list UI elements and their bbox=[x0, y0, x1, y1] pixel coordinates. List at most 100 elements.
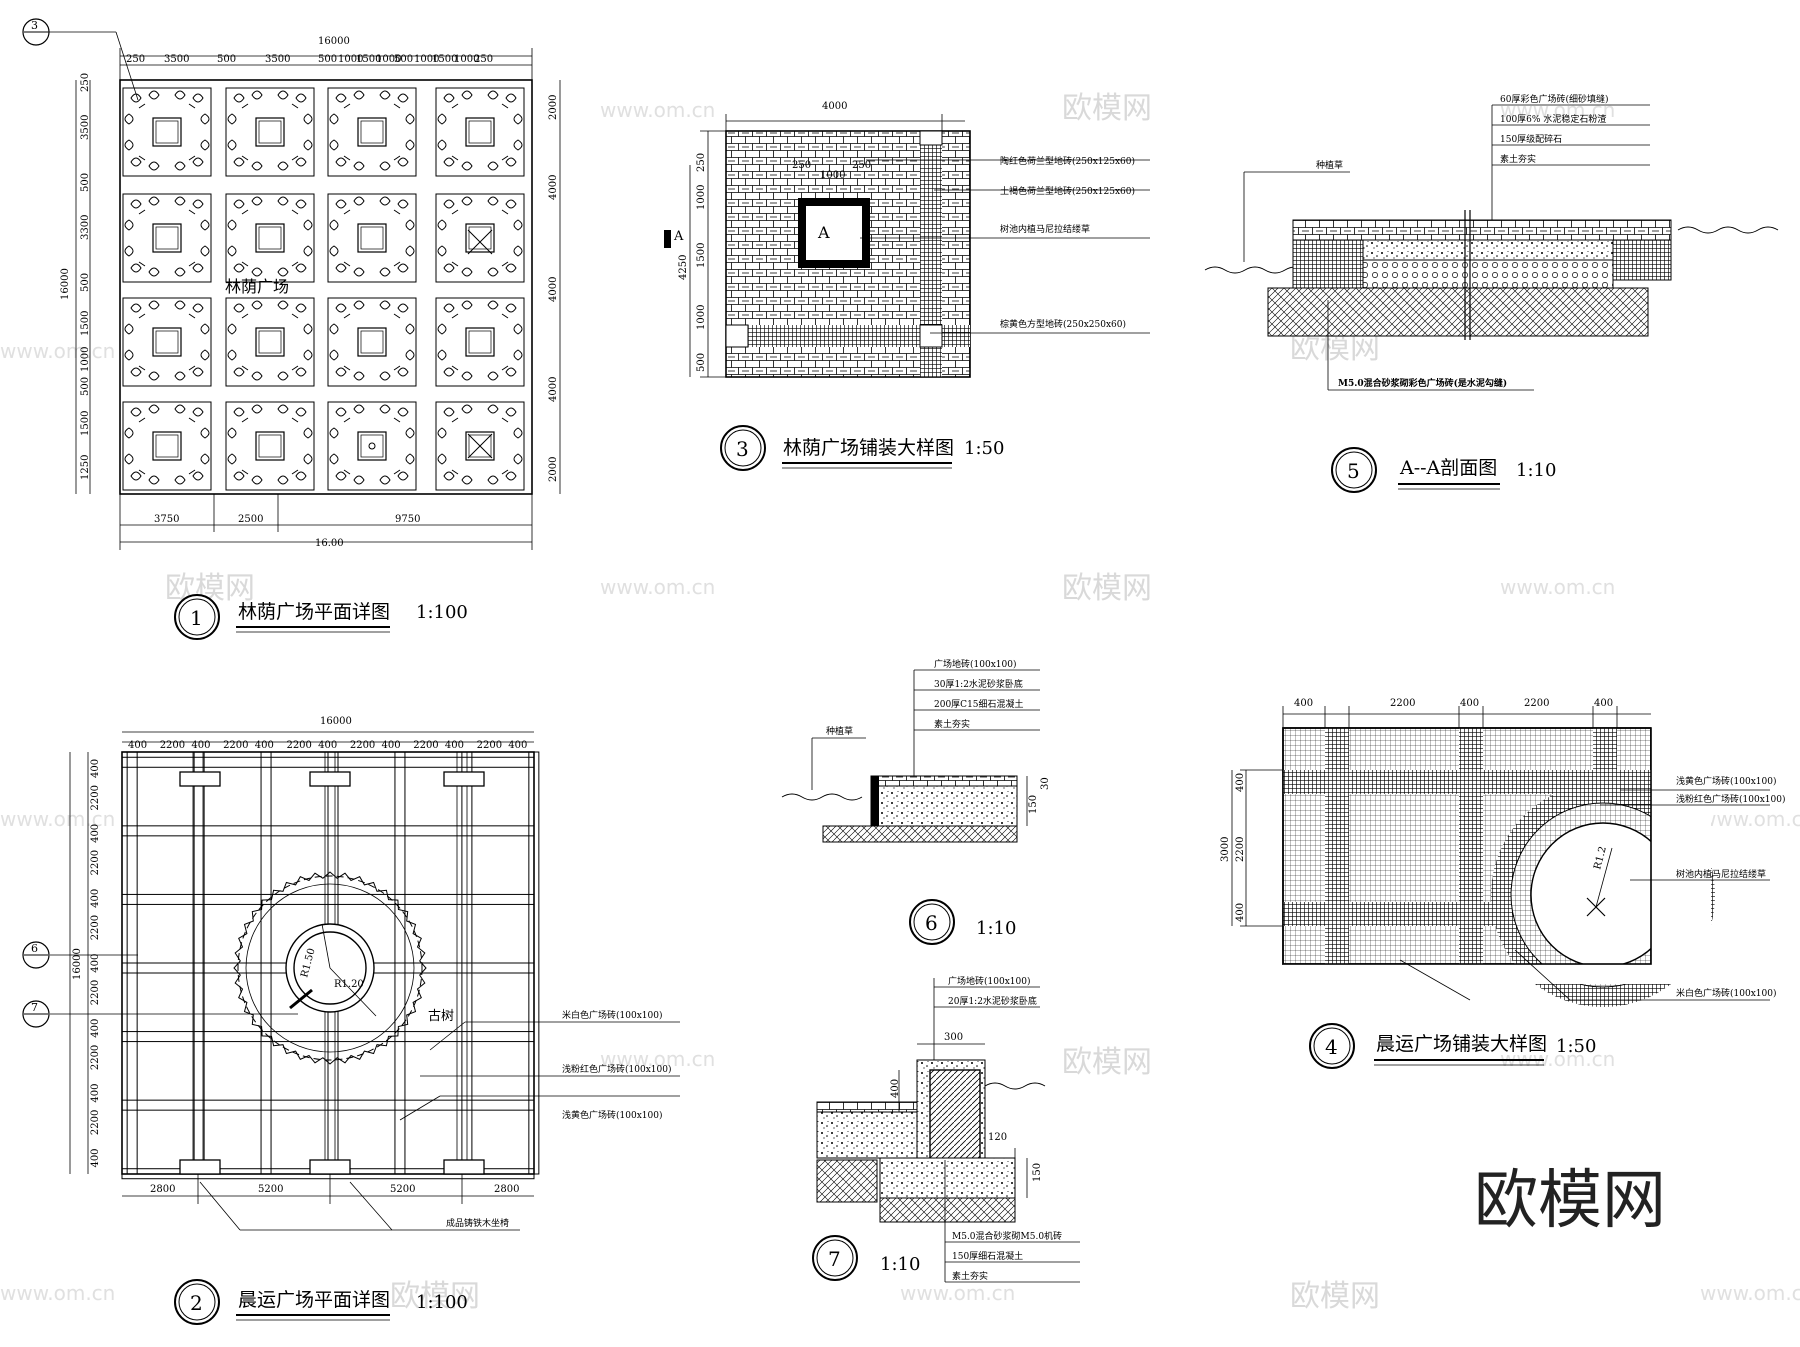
section-mark-left: A bbox=[673, 229, 684, 244]
dim-top: 1500 bbox=[432, 54, 457, 65]
dim-left-total: 3000 bbox=[1220, 837, 1231, 862]
tree-pool-cell bbox=[435, 87, 525, 177]
layer-label: 100厚6% 水泥稳定石粉渣 bbox=[1500, 113, 1606, 125]
dim-left: 500 bbox=[80, 377, 91, 396]
layer-label: 素土夯实 bbox=[934, 718, 970, 730]
dim-right: 4000 bbox=[548, 277, 559, 302]
dim-bottom: 5200 bbox=[390, 1184, 415, 1195]
watermark-url: www.om.cn bbox=[600, 98, 715, 122]
title-scale: 1:10 bbox=[976, 918, 1016, 939]
dim-left: 2200 bbox=[90, 915, 101, 940]
dim-left: 400 bbox=[90, 1148, 101, 1167]
watermark-url: www.om.cn bbox=[0, 807, 115, 831]
centre-mark bbox=[368, 442, 376, 450]
tree-pool-cell bbox=[225, 193, 315, 283]
dim-top: 2200 bbox=[223, 740, 248, 751]
tree-pool-cell bbox=[435, 297, 525, 387]
dim-top: 1500 bbox=[356, 54, 381, 65]
layer-label: 广场地砖(100x100) bbox=[934, 658, 1016, 670]
label: 浅粉红色广场砖(100x100) bbox=[1676, 793, 1785, 805]
dim: 300 bbox=[944, 1032, 963, 1043]
dim-bottom: 5200 bbox=[258, 1184, 283, 1195]
watermark-url: www.om.cn bbox=[1700, 807, 1800, 831]
paving-band bbox=[121, 893, 535, 905]
title-scale: 1:50 bbox=[964, 438, 1004, 459]
tree-pool-cell bbox=[122, 401, 212, 491]
tree-pool-cell bbox=[327, 87, 417, 177]
dim-left: 250 bbox=[80, 73, 91, 92]
dim-top: 400 bbox=[382, 740, 401, 751]
label: 浅黄色广场砖(100x100) bbox=[1676, 775, 1776, 787]
watermark-url: www.om.cn bbox=[1500, 98, 1615, 122]
dim-top: 1000 bbox=[414, 54, 439, 65]
tree-canopy bbox=[233, 871, 427, 1065]
dim-left: 2200 bbox=[90, 1110, 101, 1135]
dim-left: 500 bbox=[80, 273, 91, 292]
dim-top: 500 bbox=[318, 54, 337, 65]
drawing-5-section-a-a: 60厚彩色广场砖(细砂填缝) 100厚6% 水泥稳定石粉渣 150厚级配碎石 素… bbox=[1204, 93, 1779, 493]
dim-top: 400 bbox=[1294, 698, 1313, 709]
dim-left: 2200 bbox=[90, 785, 101, 810]
dim-left: 400 bbox=[90, 1084, 101, 1103]
dim-left: 1000 bbox=[696, 305, 707, 330]
label: 陶红色荷兰型地砖(250x125x60) bbox=[1000, 155, 1135, 167]
drawing-7-section: 广场地砖(100x100) 20厚1:2水泥砂浆卧底 M5.0混合砂浆砌M5.0… bbox=[812, 975, 1080, 1283]
title-num: 7 bbox=[828, 1247, 841, 1271]
label: 米白色广场砖(100x100) bbox=[562, 1009, 662, 1021]
paving-band bbox=[121, 825, 535, 837]
dim-left: 250 bbox=[696, 153, 707, 172]
dim-left: 1500 bbox=[80, 311, 91, 336]
tree-pool-cell bbox=[225, 87, 315, 177]
dim-total-left: 16000 bbox=[72, 948, 83, 980]
dim-left: 400 bbox=[90, 889, 101, 908]
dim: 120 bbox=[988, 1132, 1007, 1143]
dim-bottom: 9750 bbox=[395, 514, 420, 525]
paving-band bbox=[121, 1099, 535, 1111]
dim: 400 bbox=[890, 1079, 901, 1098]
title-num: 3 bbox=[736, 437, 749, 461]
dim-top: 400 bbox=[1594, 698, 1613, 709]
watermark-url: www.om.cn bbox=[600, 1047, 715, 1071]
dim-left: 1500 bbox=[80, 411, 91, 436]
tree-pool-cell bbox=[225, 297, 315, 387]
layer-label: 素土夯实 bbox=[1500, 153, 1536, 165]
paving-band bbox=[121, 1031, 535, 1043]
dim-top: 250 bbox=[126, 54, 145, 65]
section-mark: A bbox=[817, 223, 830, 242]
dim-top: 250 bbox=[474, 54, 493, 65]
dim-top: 400 bbox=[318, 740, 337, 751]
dim-top: 3500 bbox=[164, 54, 189, 65]
dim-left: 2200 bbox=[90, 1045, 101, 1070]
dim-top: 1000 bbox=[376, 54, 401, 65]
dim-top: 400 bbox=[128, 740, 147, 751]
watermark-url: www.om.cn bbox=[0, 339, 115, 363]
title-scale: 1:100 bbox=[416, 1292, 468, 1313]
tree-pool-cell bbox=[122, 87, 212, 177]
dim-left: 2200 bbox=[1235, 837, 1246, 862]
label: 成品铸铁木坐椅 bbox=[446, 1217, 509, 1229]
layer-label: 30厚1:2水泥砂浆卧底 bbox=[934, 678, 1023, 690]
watermark-text: 欧模网 bbox=[1290, 1279, 1380, 1314]
title: A--A剖面图 bbox=[1399, 457, 1497, 479]
dim-top: 2200 bbox=[1390, 698, 1415, 709]
title-scale: 1:100 bbox=[416, 602, 468, 623]
title: 晨运广场平面详图 bbox=[238, 1289, 390, 1311]
dim: 30 bbox=[1040, 777, 1051, 790]
title: 晨运广场铺装大样图 bbox=[1376, 1033, 1547, 1055]
cross-mark bbox=[467, 229, 493, 255]
dim-top: 400 bbox=[508, 740, 527, 751]
dim-total-top: 16000 bbox=[318, 36, 350, 47]
watermark-text: 欧模网 bbox=[1062, 1045, 1152, 1080]
paving-band bbox=[121, 756, 535, 768]
dim-top: 2200 bbox=[477, 740, 502, 751]
dim-bottom: 2800 bbox=[494, 1184, 519, 1195]
watermark-text: 欧模网 bbox=[390, 1279, 480, 1314]
layer-label: 素土夯实 bbox=[952, 1270, 988, 1282]
dim-bottom: 2800 bbox=[150, 1184, 175, 1195]
dim-top: 500 bbox=[394, 54, 413, 65]
label: 浅粉红色广场砖(100x100) bbox=[562, 1063, 671, 1075]
watermark-url: www.om.cn bbox=[900, 1281, 1015, 1305]
